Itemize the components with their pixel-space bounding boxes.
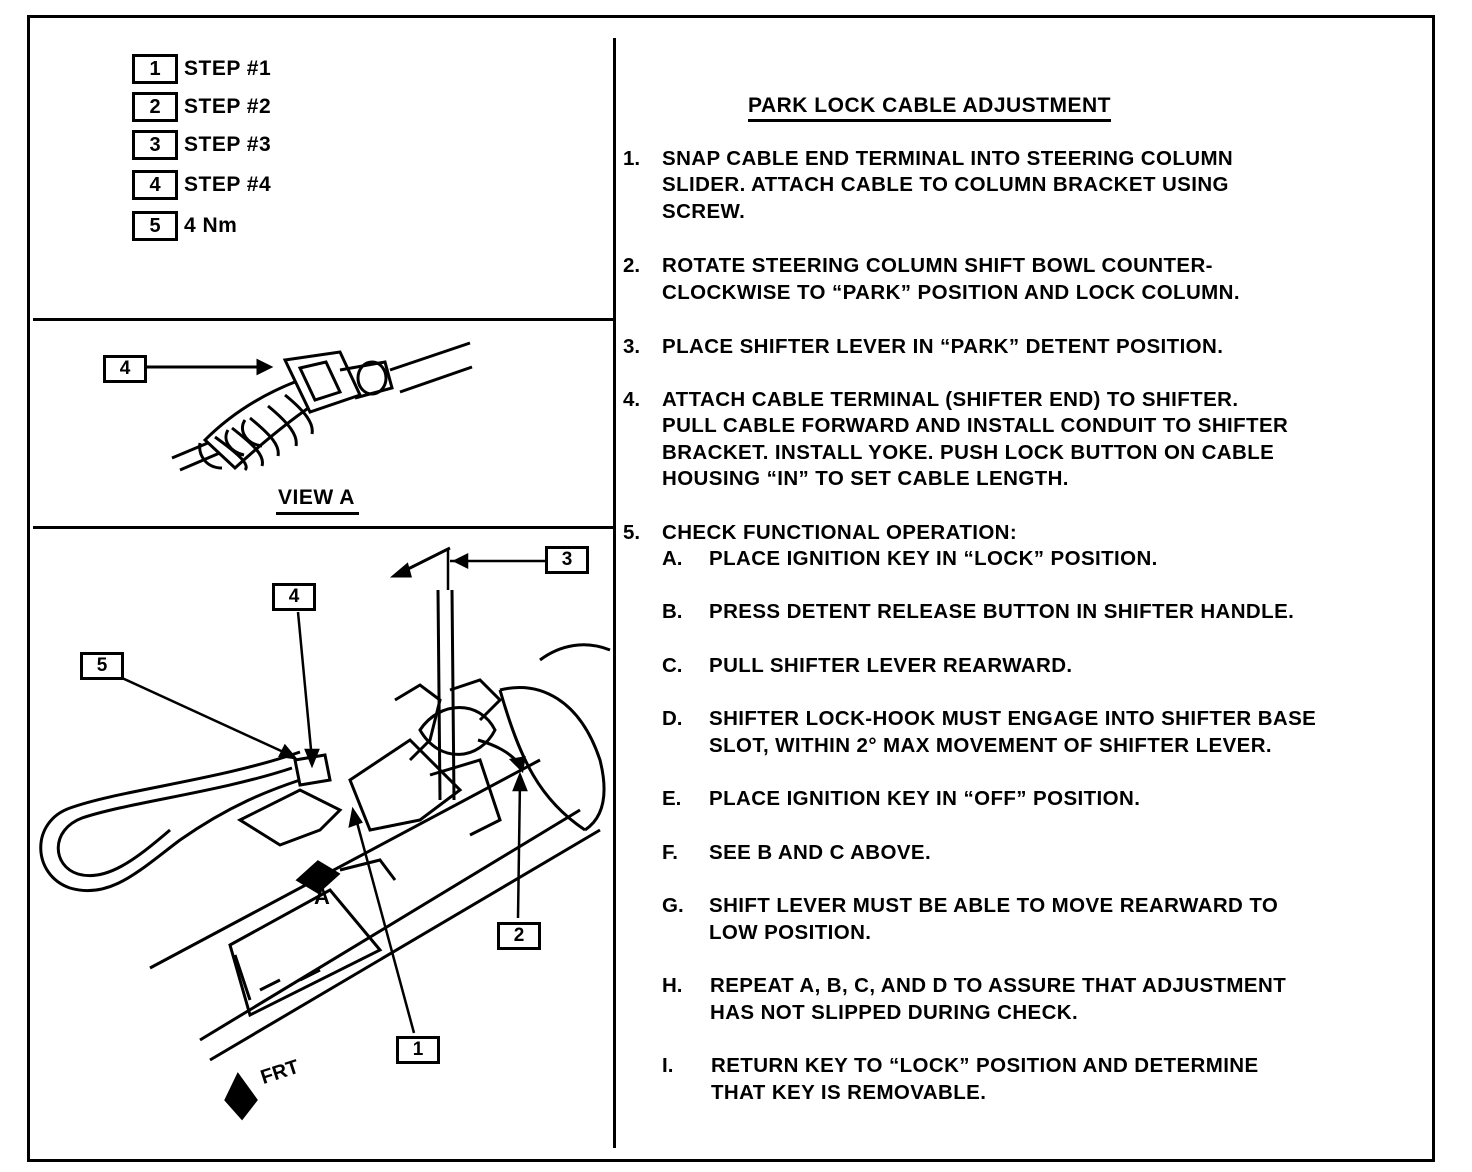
- step-line: SLIDER. ATTACH CABLE TO COLUMN BRACKET U…: [662, 173, 1229, 196]
- legend-item-3: 3 STEP #3: [132, 130, 271, 160]
- step-line: BRACKET. INSTALL YOKE. PUSH LOCK BUTTON …: [662, 441, 1275, 464]
- substep-line: THAT KEY IS REMOVABLE.: [711, 1081, 987, 1104]
- callout-4: 4: [272, 583, 316, 611]
- step-line: PLACE SHIFTER LEVER IN “PARK” DETENT POS…: [662, 335, 1224, 358]
- legend-item-2: 2 STEP #2: [132, 92, 271, 122]
- substep-letter: D.: [662, 707, 683, 730]
- substep-line: SHIFT LEVER MUST BE ABLE TO MOVE REARWAR…: [709, 894, 1279, 917]
- view-a-marker-label: A: [314, 884, 330, 909]
- substep-letter: B.: [662, 600, 683, 623]
- substep-line: SHIFTER LOCK-HOOK MUST ENGAGE INTO SHIFT…: [709, 707, 1317, 730]
- legend-label: STEP #3: [184, 133, 272, 156]
- step-number: 4.: [623, 388, 641, 411]
- steering-column-illustration: [39, 546, 611, 1121]
- legend-number-box: 3: [132, 130, 178, 160]
- step-line: PULL CABLE FORWARD AND INSTALL CONDUIT T…: [662, 414, 1289, 437]
- step-line: HOUSING “IN” TO SET CABLE LENGTH.: [662, 467, 1069, 490]
- leader-lines: [121, 548, 545, 1034]
- substep-letter: G.: [662, 894, 684, 917]
- step-number: 2.: [623, 254, 641, 277]
- legend-label: 4 Nm: [184, 214, 238, 237]
- substep-line: RETURN KEY TO “LOCK” POSITION AND DETERM…: [711, 1054, 1259, 1077]
- step-line: CHECK FUNCTIONAL OPERATION:: [662, 521, 1018, 544]
- step-line: SNAP CABLE END TERMINAL INTO STEERING CO…: [662, 147, 1234, 170]
- step-line: ATTACH CABLE TERMINAL (SHIFTER END) TO S…: [662, 388, 1239, 411]
- legend-item-5: 5 4 Nm: [132, 211, 237, 241]
- divider-legend: [33, 318, 613, 321]
- callout-5: 5: [80, 652, 124, 680]
- substep-letter: I.: [662, 1054, 674, 1077]
- substep-line: PLACE IGNITION KEY IN “OFF” POSITION.: [709, 787, 1141, 810]
- step-number: 5.: [623, 521, 641, 544]
- substep-line: PLACE IGNITION KEY IN “LOCK” POSITION.: [709, 547, 1158, 570]
- step-number: 1.: [623, 147, 641, 170]
- callout-3: 3: [545, 546, 589, 574]
- legend-number-box: 1: [132, 54, 178, 84]
- legend-label: STEP #4: [184, 173, 272, 196]
- page-frame: [27, 15, 1435, 1162]
- view-a-callout-4: 4: [103, 355, 147, 383]
- legend-label: STEP #1: [184, 57, 272, 80]
- step-line: SCREW.: [662, 200, 746, 223]
- view-a-label: VIEW A: [276, 486, 359, 515]
- substep-line: SEE B AND C ABOVE.: [709, 841, 932, 864]
- substep-letter: F.: [662, 841, 678, 864]
- substep-line: PULL SHIFTER LEVER REARWARD.: [709, 654, 1073, 677]
- substep-line: REPEAT A, B, C, AND D TO ASSURE THAT ADJ…: [710, 974, 1287, 997]
- substep-line: HAS NOT SLIPPED DURING CHECK.: [710, 1001, 1079, 1024]
- substep-letter: E.: [662, 787, 682, 810]
- substep-letter: C.: [662, 654, 683, 677]
- instructions-title: PARK LOCK CABLE ADJUSTMENT: [748, 94, 1111, 122]
- substep-line: SLOT, WITHIN 2° MAX MOVEMENT OF SHIFTER …: [709, 734, 1273, 757]
- legend-item-1: 1 STEP #1: [132, 54, 271, 84]
- legend-item-4: 4 STEP #4: [132, 170, 271, 200]
- callout-1: 1: [396, 1036, 440, 1064]
- step-number: 3.: [623, 335, 641, 358]
- step-line: CLOCKWISE TO “PARK” POSITION AND LOCK CO…: [662, 281, 1240, 304]
- legend-number-box: 2: [132, 92, 178, 122]
- vertical-divider: [613, 38, 616, 1148]
- callout-2: 2: [497, 922, 541, 950]
- substep-letter: A.: [662, 547, 683, 570]
- legend-number-box: 5: [132, 211, 178, 241]
- view-a-cable-illustration: [145, 341, 473, 472]
- legend-number-box: 4: [132, 170, 178, 200]
- substep-line: PRESS DETENT RELEASE BUTTON IN SHIFTER H…: [709, 600, 1295, 623]
- substep-letter: H.: [662, 974, 683, 997]
- legend-label: STEP #2: [184, 95, 272, 118]
- step-line: ROTATE STEERING COLUMN SHIFT BOWL COUNTE…: [662, 254, 1213, 277]
- substep-line: LOW POSITION.: [709, 921, 872, 944]
- divider-view-a: [33, 526, 613, 529]
